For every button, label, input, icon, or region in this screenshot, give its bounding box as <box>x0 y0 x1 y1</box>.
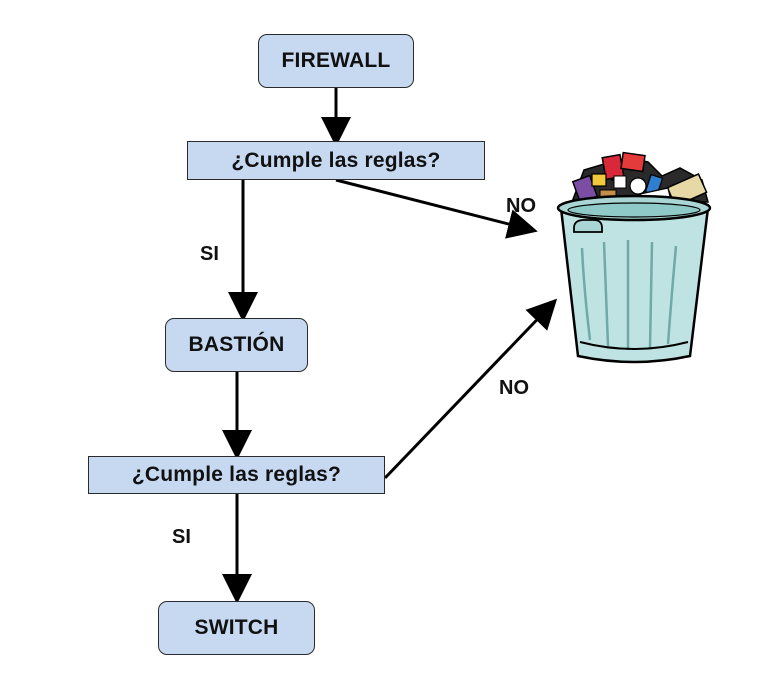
edge-label-yes-2: SI <box>172 526 191 548</box>
trash-can-handle <box>573 219 603 233</box>
firewall-node: FIREWALL <box>258 34 414 88</box>
switch-node: SWITCH <box>158 601 315 655</box>
edge-label-no-2: NO <box>499 377 529 399</box>
trash-can-icon <box>556 151 712 364</box>
edge-label-yes-1: SI <box>200 243 219 265</box>
edge-label-no-1: NO <box>506 195 536 217</box>
arrow-decision-1-to-trash <box>335 178 538 239</box>
decision-node-1: ¿Cumple las reglas? <box>187 141 485 180</box>
bastion-node: BASTIÓN <box>165 318 308 372</box>
trash-can-body <box>559 206 710 364</box>
decision-node-2: ¿Cumple las reglas? <box>88 456 385 494</box>
arrow-decision-2-to-trash <box>383 298 558 480</box>
